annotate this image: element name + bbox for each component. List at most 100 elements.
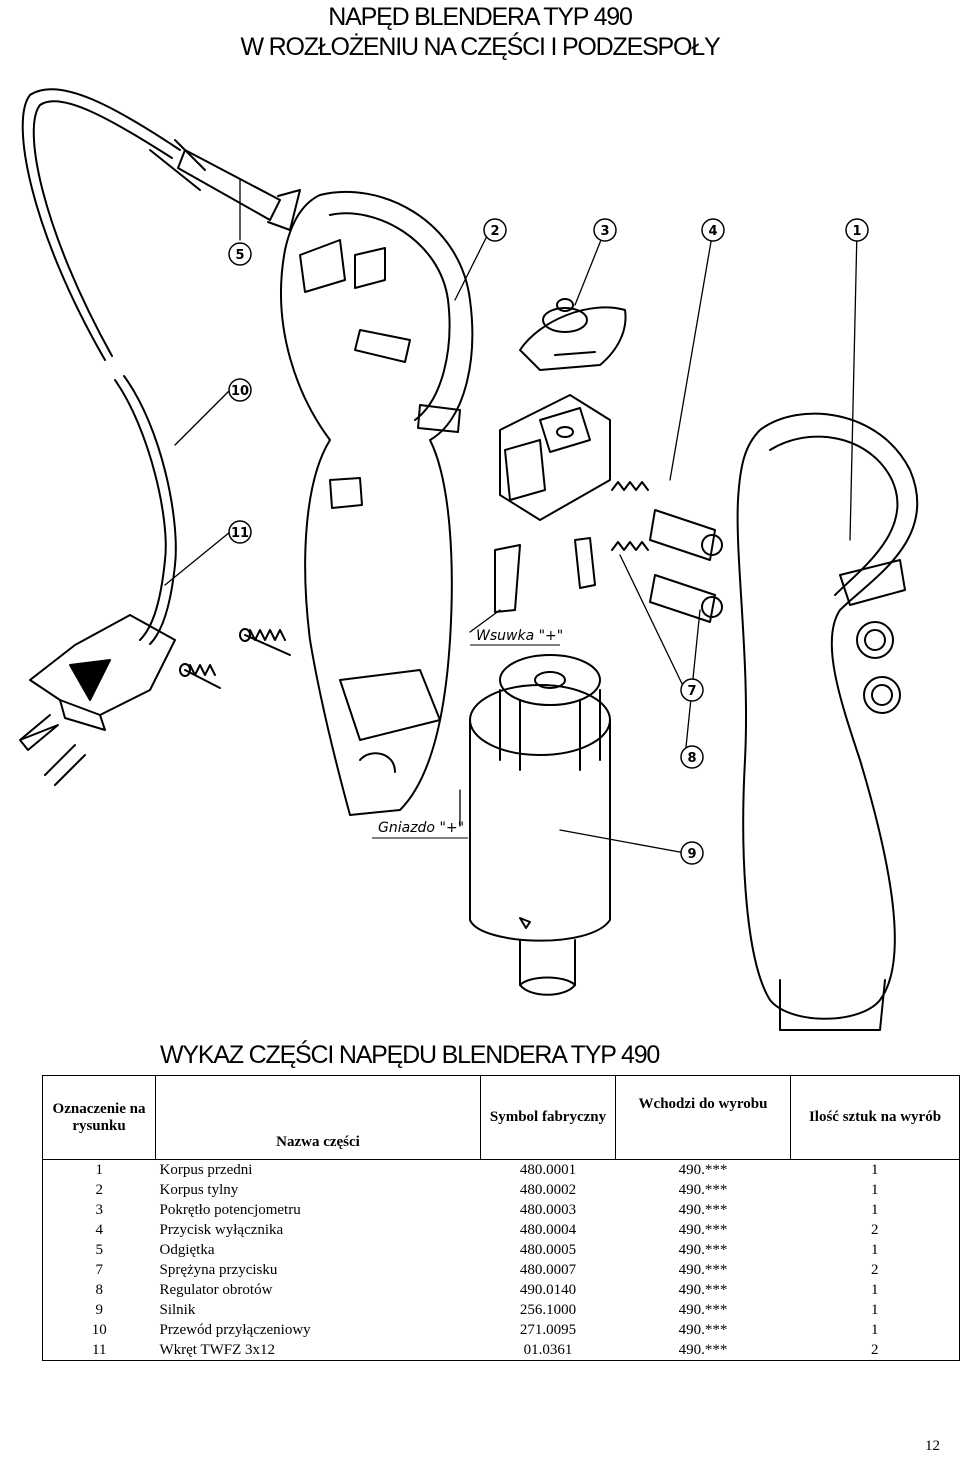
parts-table: Oznaczenie na rysunku Nazwa części Symbo… — [42, 1075, 960, 1361]
cell-name: Sprężyna przycisku — [159, 1262, 278, 1278]
knob-3 — [519, 298, 627, 371]
cell-ref: 1 — [42, 1159, 156, 1180]
front-housing-1 — [736, 412, 919, 1031]
cell-symbol: 01.0361 — [480, 1340, 616, 1361]
page-title-line1: NAPĘD BLENDERA TYP 490 — [328, 3, 633, 31]
header-ref: Oznaczenie na rysunku — [42, 1075, 156, 1160]
cell-name: Odgiętka — [159, 1242, 215, 1258]
exploded-view-drawing: 5 2 3 4 1 10 11 7 8 9 Wsuwka "+" Gniazdo… — [19, 88, 919, 1031]
cell-used-in: 490.*** — [678, 1162, 728, 1178]
header-used-in: Wchodzi do wyrobu — [615, 1075, 791, 1160]
cell-ref: 9 — [42, 1300, 156, 1320]
cell-used-in: 490.*** — [678, 1282, 728, 1298]
cell-name: Przewód przyłączeniowy — [159, 1322, 311, 1338]
cell-qty: 1 — [790, 1320, 960, 1340]
cell-qty: 2 — [790, 1340, 960, 1361]
cell-qty: 2 — [790, 1220, 960, 1240]
page-number: 12 — [925, 1438, 940, 1454]
cell-name: Przycisk wyłącznika — [159, 1222, 284, 1238]
cell-symbol: 480.0003 — [519, 1202, 577, 1218]
callout-9-label: 9 — [687, 847, 696, 862]
rear-housing-2 — [280, 190, 474, 816]
callout-4-label: 4 — [708, 224, 717, 239]
cell-used-in: 490.*** — [678, 1262, 728, 1278]
cell-ref: 10 — [42, 1320, 156, 1340]
callout-3-label: 3 — [600, 224, 609, 239]
cell-name: Wkręt TWFZ 3x12 — [155, 1340, 481, 1361]
cell-name: Pokrętło potencjometru — [159, 1202, 301, 1218]
callout-1: 1 — [845, 218, 869, 242]
parts-table-header: Oznaczenie na rysunku Nazwa części Symbo… — [42, 1075, 960, 1160]
cell-ref: 11 — [42, 1340, 156, 1361]
callout-3: 3 — [593, 218, 617, 242]
cell-qty: 1 — [790, 1159, 960, 1180]
cell-used-in: 490.*** — [678, 1322, 728, 1338]
callout-2-label: 2 — [490, 224, 499, 239]
plug — [19, 614, 176, 786]
callout-11: 11 — [228, 520, 252, 544]
cell-symbol: 480.0007 — [519, 1262, 577, 1278]
screws-11 — [179, 628, 291, 689]
cell-qty: 1 — [790, 1240, 960, 1260]
cell-name: Regulator obrotów — [159, 1282, 273, 1298]
leader-lines — [164, 179, 858, 854]
motor-9 — [469, 654, 611, 996]
cell-qty: 1 — [790, 1300, 960, 1320]
callout-2: 2 — [483, 218, 507, 242]
page-title-line2: W ROZŁOŻENIU NA CZĘŚCI I PODZESPOŁY — [240, 33, 721, 61]
cell-used-in: 490.*** — [678, 1202, 728, 1218]
label-wsuwka: Wsuwka "+" — [476, 628, 563, 644]
cell-ref: 5 — [42, 1240, 156, 1260]
label-gniazdo: Gniazdo "+" — [378, 820, 464, 836]
cell-name: Korpus przedni — [159, 1162, 253, 1178]
cell-name: Silnik — [159, 1302, 196, 1318]
cell-used-in: 490.*** — [678, 1222, 728, 1238]
callout-4: 4 — [701, 218, 725, 242]
callout-11-label: 11 — [231, 526, 249, 541]
cell-ref: 3 — [42, 1200, 156, 1220]
header-symbol: Symbol fabryczny — [480, 1075, 616, 1160]
parts-list-title: WYKAZ CZĘŚCI NAPĘDU BLENDERA TYP 490 — [160, 1041, 660, 1069]
cell-ref: 7 — [42, 1260, 156, 1280]
cell-qty: 1 — [790, 1200, 960, 1220]
cell-used-in: 490.*** — [615, 1340, 791, 1361]
cell-symbol: 490.0140 — [519, 1282, 577, 1298]
callout-7-label: 7 — [687, 684, 696, 699]
callouts: 5 2 3 4 1 10 11 7 8 9 — [228, 218, 869, 865]
cell-qty: 1 — [790, 1180, 960, 1200]
callout-5: 5 — [228, 242, 252, 266]
header-name: Nazwa części — [155, 1075, 481, 1160]
cell-ref: 8 — [42, 1280, 156, 1300]
strain-relief-5 — [177, 149, 301, 231]
cell-qty: 2 — [790, 1260, 960, 1280]
cell-used-in: 490.*** — [678, 1182, 728, 1198]
callout-8: 8 — [680, 745, 704, 769]
cell-symbol: 256.1000 — [519, 1302, 577, 1318]
springs-7 — [611, 481, 649, 551]
power-cord — [21, 88, 206, 645]
cell-symbol: 480.0005 — [519, 1242, 577, 1258]
callout-7: 7 — [680, 678, 704, 702]
callout-9: 9 — [680, 841, 704, 865]
buttons-4 — [649, 509, 723, 623]
cell-qty: 1 — [790, 1280, 960, 1300]
cell-used-in: 490.*** — [678, 1302, 728, 1318]
cell-symbol: 480.0001 — [519, 1162, 577, 1178]
callout-1-label: 1 — [852, 224, 861, 239]
cell-ref: 4 — [42, 1220, 156, 1240]
cell-symbol: 271.0095 — [519, 1322, 577, 1338]
callout-5-label: 5 — [235, 248, 244, 263]
cell-symbol: 480.0004 — [519, 1222, 577, 1238]
switch-assembly — [494, 394, 611, 613]
cell-symbol: 480.0002 — [519, 1182, 577, 1198]
